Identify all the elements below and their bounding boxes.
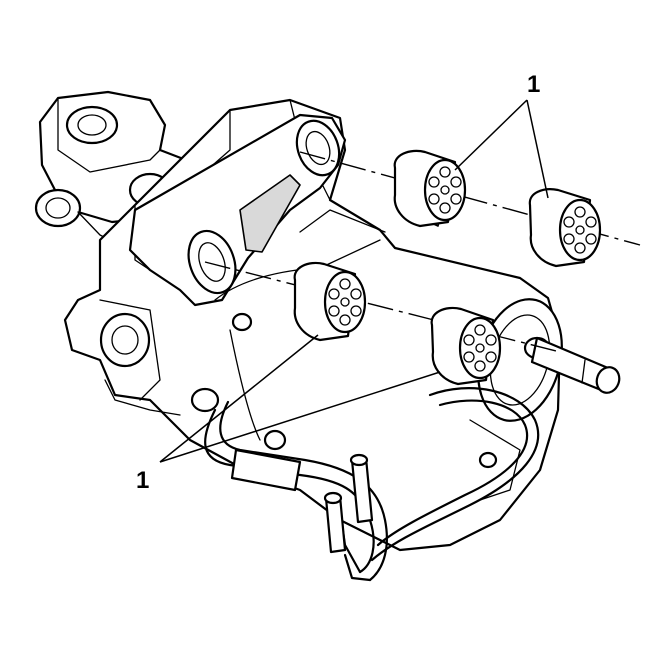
rotor-upper-right xyxy=(528,188,602,268)
leader-lines xyxy=(159,99,549,463)
assembly-axes xyxy=(204,151,641,353)
upper-cross-bar xyxy=(128,113,347,307)
rotor-lower-right xyxy=(430,306,502,386)
callout-label-top: 1 xyxy=(527,71,540,98)
callout-label-bottom: 1 xyxy=(136,467,149,494)
rotor-lower-left xyxy=(293,261,367,342)
rotor-upper-left xyxy=(393,149,467,228)
fluid-tubes xyxy=(204,387,540,582)
output-shaft xyxy=(530,336,621,394)
